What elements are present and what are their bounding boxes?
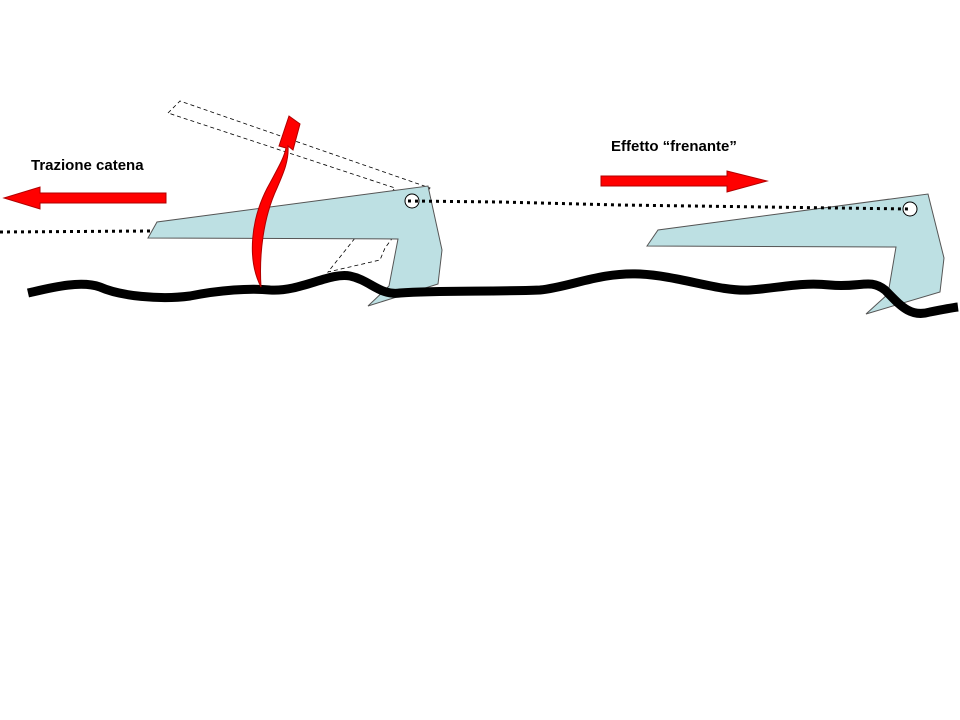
chain-traction-label: Trazione catena — [31, 157, 144, 174]
left-anchor-shackle — [404, 193, 420, 209]
rotation-arrow — [251, 115, 301, 288]
braking-effect-label: Effetto “frenante” — [611, 138, 737, 155]
left-anchor-shape — [147, 185, 443, 307]
seabed-line — [27, 269, 959, 318]
connecting-chain-line — [407, 199, 911, 211]
left-chain-line — [0, 229, 151, 234]
braking-arrow — [600, 170, 769, 193]
right-anchor-shackle — [902, 201, 918, 217]
right-anchor-shape — [646, 193, 945, 315]
traction-arrow — [2, 186, 167, 210]
